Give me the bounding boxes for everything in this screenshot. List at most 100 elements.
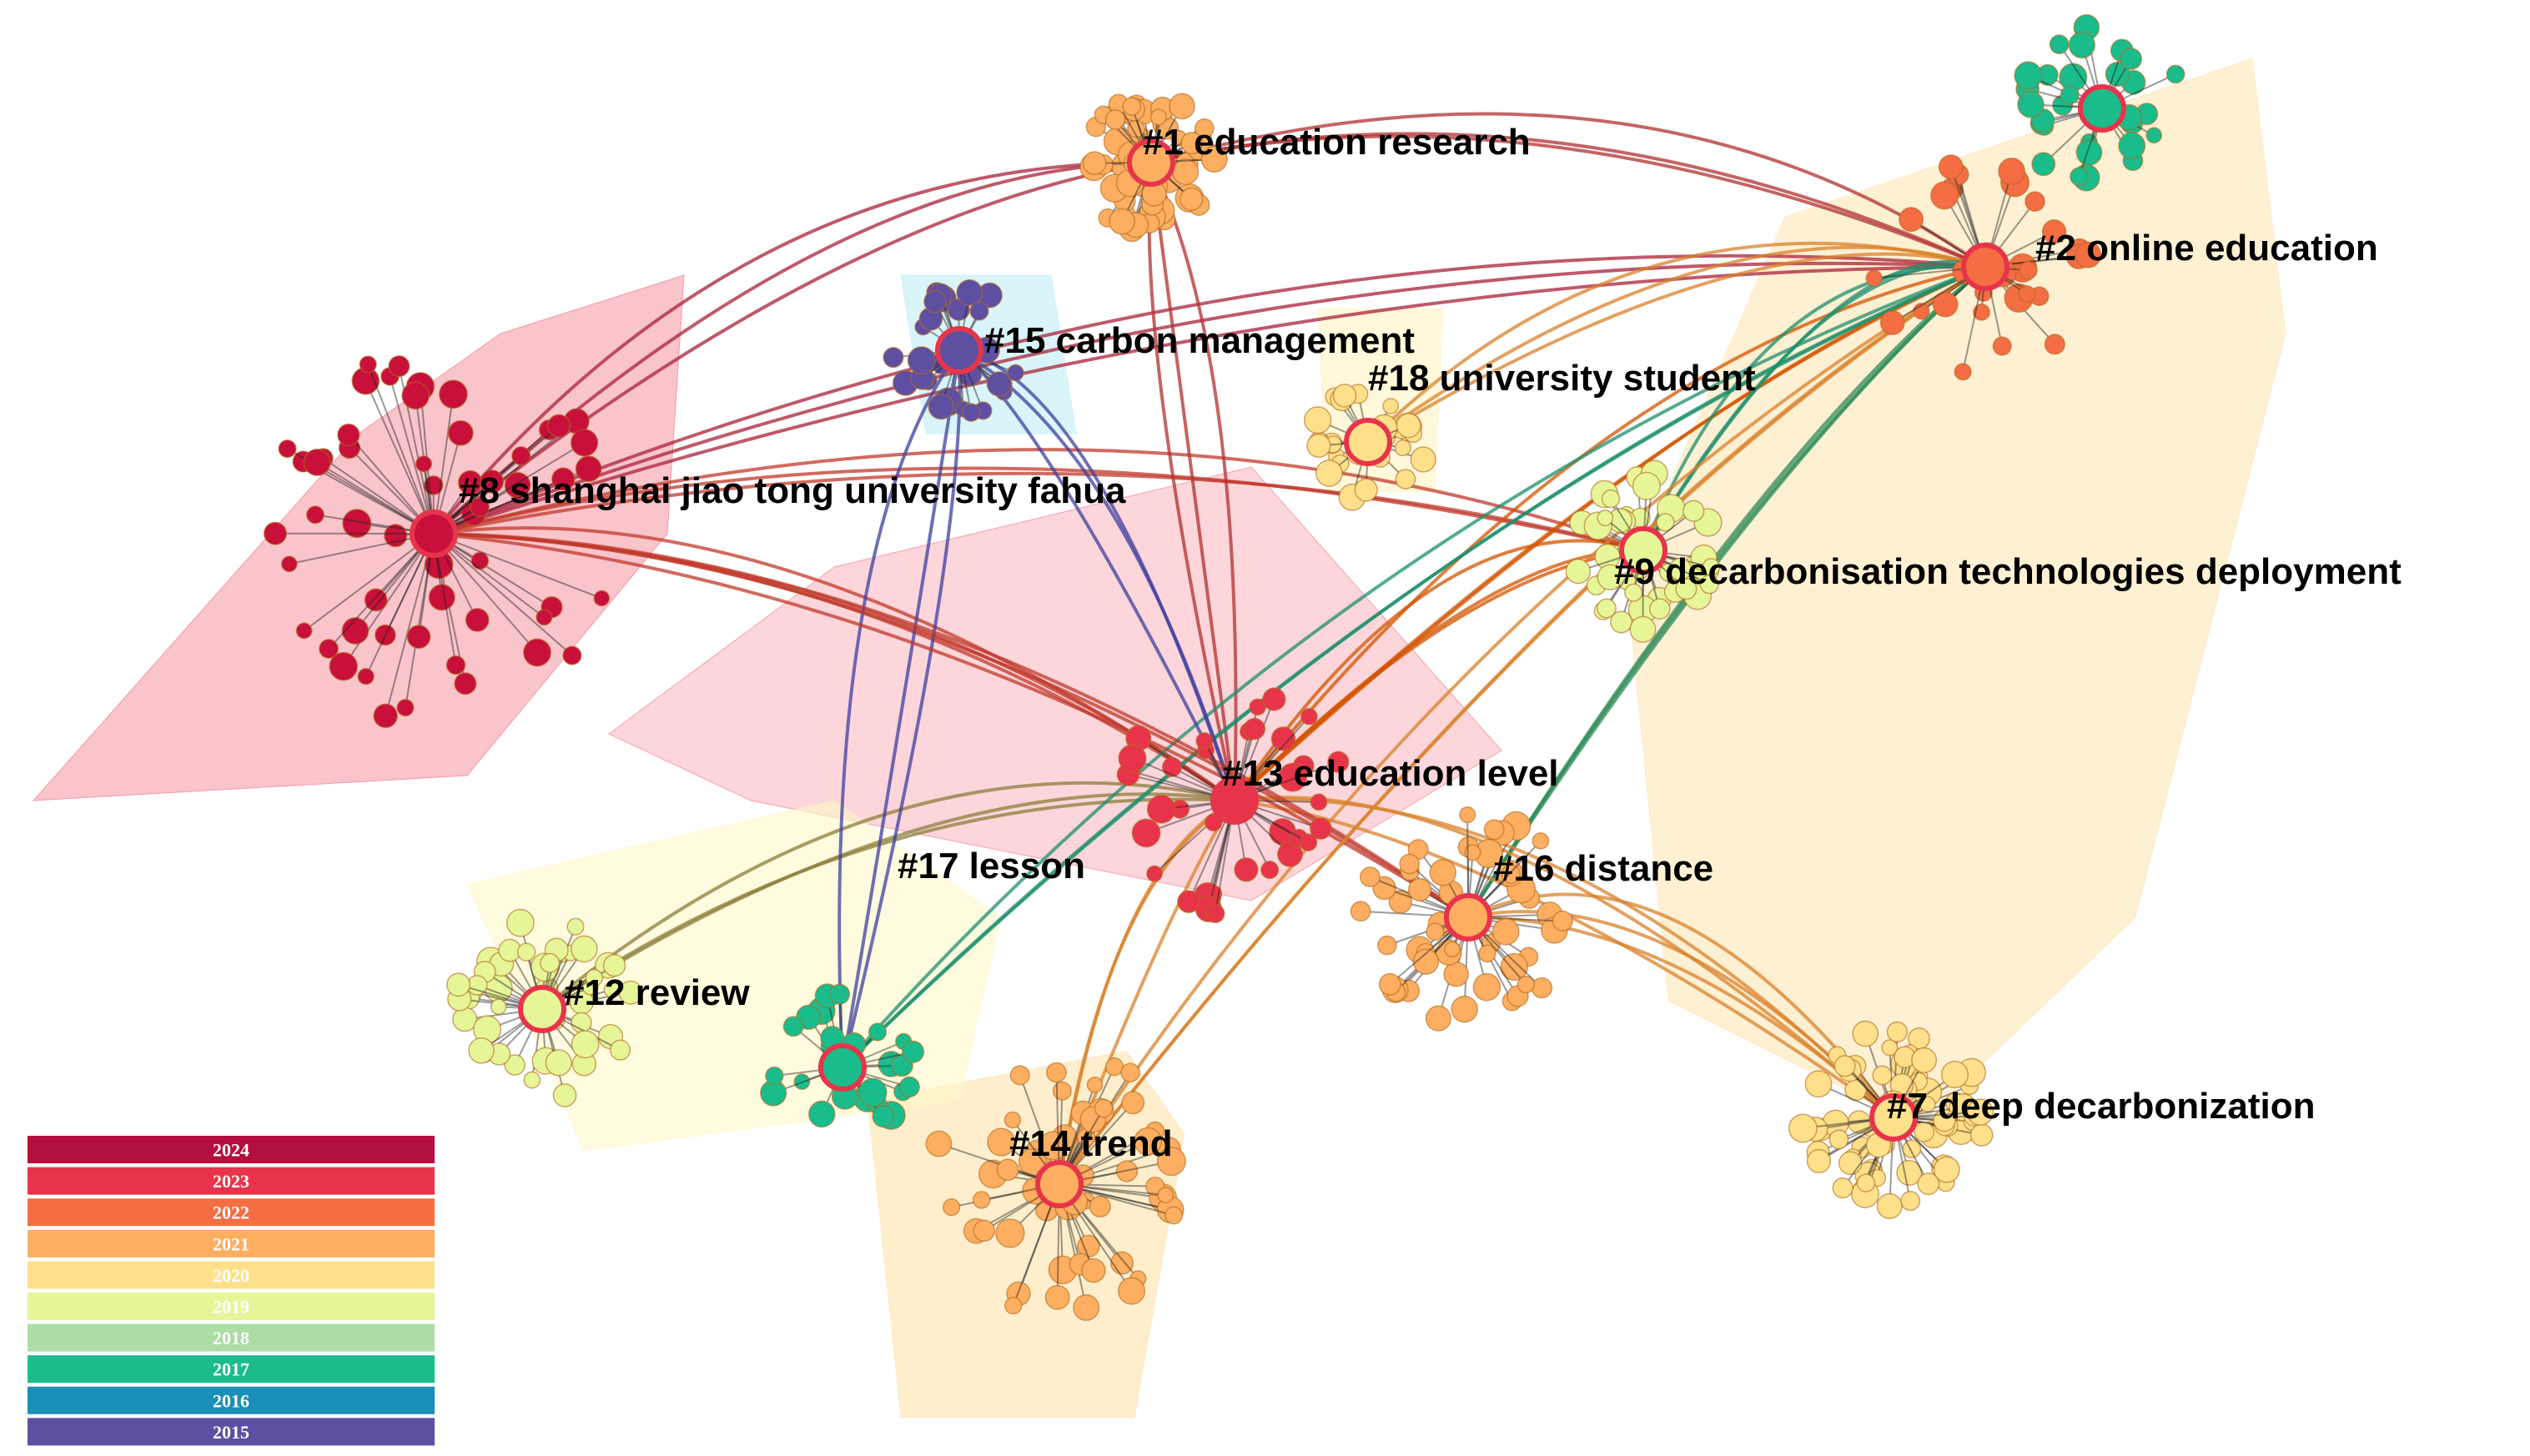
network-node-c8 [445,655,466,675]
network-node-c8 [319,639,340,659]
legend-swatch-2020 [28,1261,435,1289]
network-edge [433,533,538,654]
network-node-c14 [1156,1147,1186,1177]
network-node-c14 [1081,1258,1106,1283]
network-node-c1 [1169,93,1195,120]
network-node-c2 [2025,191,2045,212]
network-node-c16 [1350,901,1371,922]
network-node-c16 [1464,844,1481,861]
legend-swatch-2021 [28,1229,435,1258]
network-node-c14 [987,1127,1016,1157]
network-node-c2 [1932,291,1959,318]
network-node-c13 [1310,793,1328,811]
network-edge [432,160,1152,535]
network-node-c8 [295,622,313,640]
network-node-c9 [1596,598,1617,619]
network-node-c12 [610,1039,631,1061]
hub-node-c12 [518,985,566,1033]
network-node-c16 [1491,917,1520,946]
cluster-label-c18: #18 university student [1368,358,1756,399]
network-node-c8 [401,381,430,410]
network-node-c14 [996,1158,1019,1182]
network-node-c13 [1270,726,1296,751]
network-node-c8 [342,509,372,539]
network-node-c14 [1110,1251,1134,1275]
hub-node-c9 [1619,526,1667,575]
network-node-c1 [1122,97,1142,116]
network-node-c15 [986,371,1013,397]
network-node-c9 [1699,575,1719,595]
network-node-c8 [423,475,444,495]
network-node-c13 [1146,794,1176,824]
network-node-c8 [384,524,408,548]
cluster-label-c17: #17 lesson [898,846,1085,886]
network-node-c8 [522,638,552,667]
network-node-c8 [575,455,602,483]
network-node-c2 [2075,241,2102,269]
network-node-c9 [1629,615,1657,643]
network-node-c14 [1117,1277,1146,1305]
network-node-c16 [1359,866,1381,888]
network-node-c1 [1194,118,1215,138]
network-node-c14 [1086,1077,1104,1093]
network-node-c7 [1900,1191,1921,1212]
network-node-top [2017,90,2045,118]
network-node-c8 [388,355,410,378]
network-node-top [2165,64,2185,84]
network-node-c7 [1804,1070,1833,1098]
network-node-c12 [540,952,561,973]
network-node-c2 [1913,302,1930,320]
network-edge [1150,132,1986,269]
legend-year-2015: 2015 [213,1422,249,1443]
network-edge [432,161,1152,535]
network-node-c7 [1933,1156,1960,1183]
network-node-c9 [1648,598,1671,620]
network-node-c2 [2019,260,2038,280]
network-node-c13 [1309,817,1332,840]
network-node-c1 [1104,109,1126,130]
network-node-top [2031,152,2056,177]
network-nodes [263,13,2185,1322]
network-node-c15 [956,279,983,306]
cluster-label-c8: #8 shanghai jiao tong university fahua [459,470,1126,511]
network-node-c16 [1483,819,1505,841]
network-node-c9 [1597,510,1614,526]
network-node-c15 [969,301,989,321]
network-node-c9 [1668,557,1693,581]
network-node-c15 [961,403,981,422]
network-node-c2 [2041,219,2067,244]
network-node-c14 [1094,1098,1114,1118]
network-node-c1 [1172,158,1200,186]
network-node-c16 [1426,922,1445,941]
legend-year-2019: 2019 [213,1297,249,1318]
network-edge [1058,265,1987,1186]
cluster-label-c1: #1 education research [1143,122,1531,163]
network-edge [1466,265,1987,919]
network-node-c8 [364,588,388,612]
network-node-c9 [1624,583,1643,602]
network-node-c16 [1531,977,1553,999]
network-node-c13 [1161,756,1183,778]
network-node-c16 [1451,995,1478,1023]
network-edge [541,797,1235,1011]
hub-node-c1 [1127,138,1175,187]
network-node-c12 [571,1030,600,1059]
network-node-c7 [1911,1047,1938,1073]
network-node-c8 [357,667,375,685]
network-node-c8 [373,703,399,729]
network-node-c7 [1902,1139,1922,1159]
hub-node-c13 [1210,776,1259,825]
network-node-c16 [1444,941,1461,958]
network-edge [1150,112,1987,269]
network-node-c9 [1565,558,1592,585]
legend-year-2020: 2020 [213,1265,249,1286]
network-node-c8 [546,414,571,438]
network-edge [1366,241,1986,444]
network-node-c9 [1682,500,1705,522]
network-node-c8 [341,617,370,645]
network-node-c7 [1896,1159,1923,1186]
network-edge [1234,797,1895,1119]
network-node-c8 [406,625,431,650]
network-node-c14 [973,1219,996,1243]
